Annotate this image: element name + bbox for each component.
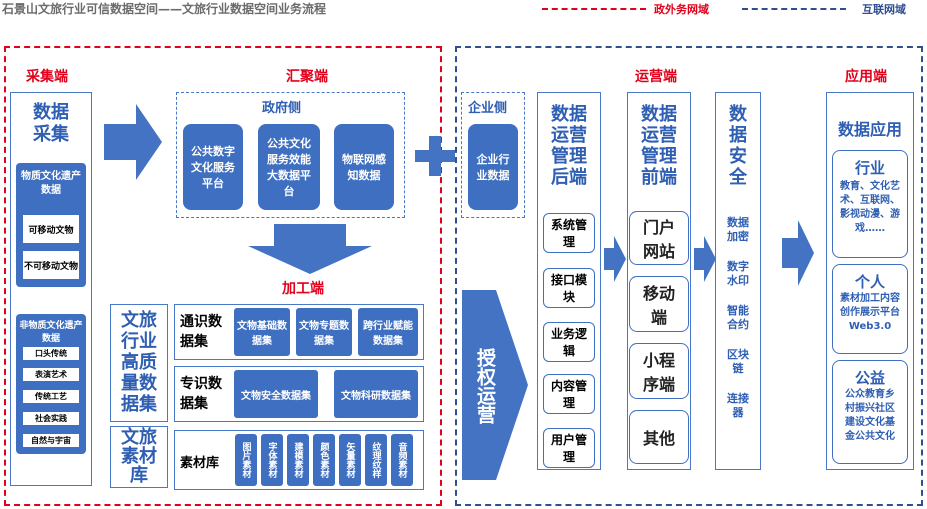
backend-item-4: 用户管理 (543, 428, 595, 468)
backend-item-0: 系统管理 (543, 213, 595, 253)
legend-label-net: 互联网域 (862, 3, 906, 16)
special-item-0: 文物安全数据集 (234, 370, 318, 418)
intangible-heritage-title: 非物质文化遗产数据 (19, 321, 83, 344)
backend-item-1: 接口模块 (543, 268, 595, 308)
arrow-right-icon (104, 104, 162, 180)
apply-card-public (832, 360, 908, 464)
security-item-1: 数字水印 (727, 260, 749, 287)
intangible-item-2: 传统工艺 (22, 389, 80, 404)
general-dataset-label: 通识数据集 (180, 314, 222, 350)
intangible-item-0: 口头传统 (22, 346, 80, 361)
apply-card-public-title: 公益 (854, 369, 885, 387)
apply-card-personal-body: 素材加工内容创作展示平台Web3.0 (840, 293, 900, 332)
apply-title: 数据应用 (837, 120, 902, 139)
arrow-down-icon (248, 224, 372, 274)
material-lib-label: 文旅素材库 (121, 427, 157, 486)
material-library-item-4: 矢量素材 (339, 434, 361, 486)
material-library-item-3: 颜色素材 (313, 434, 335, 486)
material-heritage-title: 物质文化遗产数据 (21, 171, 81, 196)
intangible-item-4: 自然与宇宙 (22, 433, 80, 448)
auth-arrow-icon (462, 290, 528, 480)
enterprise-side-title: 企业侧 (468, 101, 508, 116)
gov-item-2: 物联网感知数据 (334, 124, 394, 210)
gov-item-0: 公共数字文化服务平台 (183, 124, 243, 210)
frontend-item-2: 小程序端 (629, 343, 689, 399)
backend-item-2: 业务逻辑 (543, 322, 595, 362)
special-item-1: 文物科研数据集 (334, 370, 418, 418)
material-lib-panel (110, 426, 168, 488)
frontend-item-0: 门户网站 (629, 211, 689, 265)
apply-card-personal-title: 个人 (854, 273, 885, 291)
gov-side-title: 政府侧 (262, 101, 302, 116)
material-library-item-6: 音频素材 (391, 434, 413, 486)
security-item-2: 智能合约 (727, 304, 749, 331)
hq-dataset-label: 文旅行业高质量数据集 (121, 310, 157, 415)
arrow-right-small-icon (604, 236, 626, 282)
intangible-item-1: 表演艺术 (22, 367, 80, 382)
page-title: 石景山文旅行业可信数据空间——文旅行业数据空间业务流程 (2, 2, 327, 16)
material-library-item-5: 纹理纹样 (365, 434, 387, 486)
auth-label: 授权运营 (474, 348, 496, 424)
apply-card-industry (832, 150, 908, 258)
apply-card-industry-title: 行业 (854, 159, 885, 177)
plus-icon (415, 136, 455, 176)
security-item-4: 连接器 (727, 392, 749, 419)
general-item-0: 文物基础数据集 (234, 308, 290, 356)
apply-card-industry-body: 教育、文化艺术、互联网、影视动漫、游戏…… (840, 181, 900, 234)
legend-line-net (742, 8, 846, 10)
material-item-1: 不可移动文物 (22, 250, 80, 280)
legend-label-gov: 政外务网域 (654, 3, 709, 16)
material-item-0: 可移动文物 (22, 214, 80, 244)
apply-panel (826, 92, 914, 470)
arrow-right-apply-icon (782, 220, 814, 286)
backend-title: 数据运营管理后端 (551, 104, 587, 188)
header-collect: 采集端 (26, 69, 68, 85)
security-title: 数据安全 (729, 104, 747, 188)
header-operate: 运营端 (635, 69, 677, 85)
general-item-1: 文物专题数据集 (296, 308, 352, 356)
intangible-heritage-box (16, 314, 86, 454)
gov-item-1: 公共文化服务效能大数据平台 (258, 124, 320, 210)
material-library-item-1: 字体素材 (261, 434, 283, 486)
enterprise-item: 企业行业数据 (468, 124, 518, 210)
backend-item-3: 内容管理 (543, 374, 595, 414)
arrow-right-small-icon-2 (694, 236, 716, 282)
material-library-item-0: 图片素材 (235, 434, 257, 486)
frontend-item-1: 移动端 (629, 276, 689, 332)
security-item-3: 区块链 (727, 348, 749, 375)
security-item-0: 数据加密 (727, 216, 749, 243)
header-process: 加工端 (282, 281, 324, 297)
net-domain-border (455, 46, 923, 506)
security-panel (715, 92, 761, 470)
frontend-title: 数据运营管理前端 (641, 104, 677, 188)
gov-domain-border (4, 46, 442, 506)
legend-line-gov (542, 8, 646, 10)
special-dataset-label: 专识数据集 (180, 376, 222, 412)
apply-card-public-body: 公众教育乡村振兴社区建设文化基金公共文化 (845, 389, 895, 442)
collect-title: 数据采集 (33, 102, 69, 145)
apply-card-personal (832, 264, 908, 354)
hq-dataset-panel (110, 304, 168, 422)
header-apply: 应用端 (845, 69, 887, 85)
header-aggregate: 汇聚端 (286, 69, 328, 85)
material-library-item-2: 建模素材 (287, 434, 309, 486)
material-library-label: 素材库 (180, 456, 220, 471)
general-item-2: 跨行业赋能数据集 (358, 308, 418, 356)
frontend-item-3: 其他 (629, 410, 689, 464)
intangible-item-3: 社会实践 (22, 411, 80, 426)
